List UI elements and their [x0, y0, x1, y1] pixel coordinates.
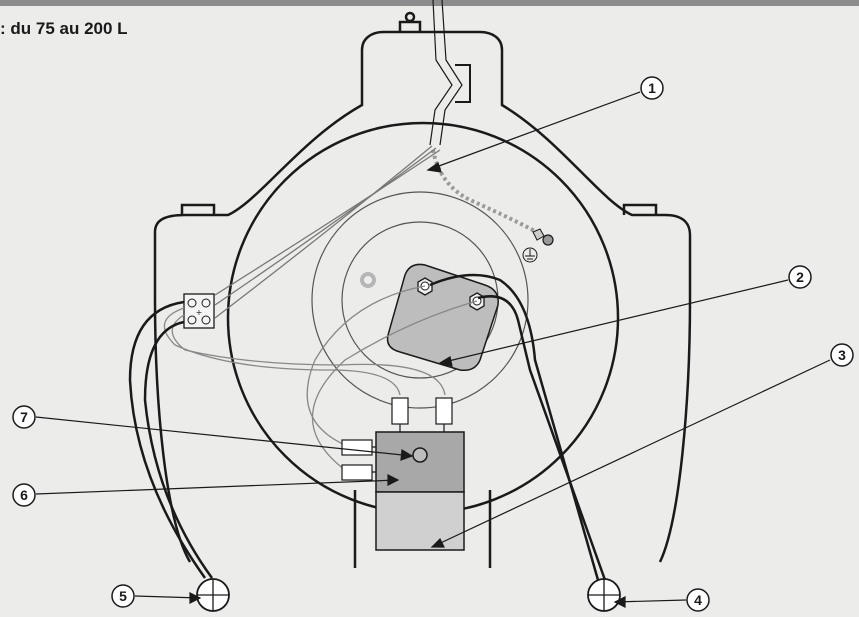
callout-6: 6 [12, 483, 36, 507]
callout-7: 7 [12, 405, 36, 429]
svg-text:1: 1 [648, 80, 656, 96]
thermostat-connector-1 [391, 397, 409, 425]
bottom-skirt [353, 490, 492, 568]
right-tab [622, 203, 658, 215]
supply-wire-b [214, 147, 437, 306]
connector-pins-top [399, 424, 445, 432]
supply-wire-a [214, 149, 441, 296]
internal-wiring [163, 285, 478, 471]
svg-text:7: 7 [20, 409, 28, 425]
thermostat-connector-4 [341, 464, 373, 481]
svg-text:+: + [196, 308, 203, 317]
terminal-block-icon: + [183, 293, 215, 329]
cable-gland-icon [587, 578, 621, 612]
flange-outer [311, 191, 529, 409]
callout-4: 4 [686, 588, 710, 612]
cable-gland-icon [196, 578, 230, 612]
svg-text:3: 3 [838, 347, 846, 363]
top-cap [398, 20, 422, 32]
svg-text:2: 2 [796, 269, 804, 285]
callout-2: 2 [788, 265, 812, 289]
connector-pins-side [372, 446, 376, 473]
safety-reset-button [412, 447, 428, 463]
ground-symbol-icon [522, 247, 538, 263]
supply-wire-c [214, 145, 433, 319]
leader-lines [35, 91, 831, 608]
heating-element-plate [386, 263, 499, 372]
ground-lug [532, 228, 545, 241]
top-bar [0, 0, 859, 6]
diagram-title: : du 75 au 200 L [0, 19, 128, 38]
left-tab [180, 203, 216, 215]
svg-text:6: 6 [20, 487, 28, 503]
thermostat-connector-3 [341, 439, 373, 456]
external-cables [128, 273, 607, 581]
ground-screw [542, 234, 554, 246]
flange-hole [360, 272, 376, 288]
housing-outline [153, 30, 692, 563]
supply-cable [429, 0, 463, 146]
callout-3: 3 [830, 343, 854, 367]
svg-text:5: 5 [119, 588, 127, 604]
thermostat-connector-2 [435, 397, 453, 425]
callout-5: 5 [111, 584, 135, 608]
cable-clamp [455, 64, 471, 103]
callout-1: 1 [640, 76, 664, 100]
svg-text:4: 4 [694, 592, 702, 608]
top-bolt [404, 11, 416, 23]
thermostat-bottom [375, 491, 465, 551]
